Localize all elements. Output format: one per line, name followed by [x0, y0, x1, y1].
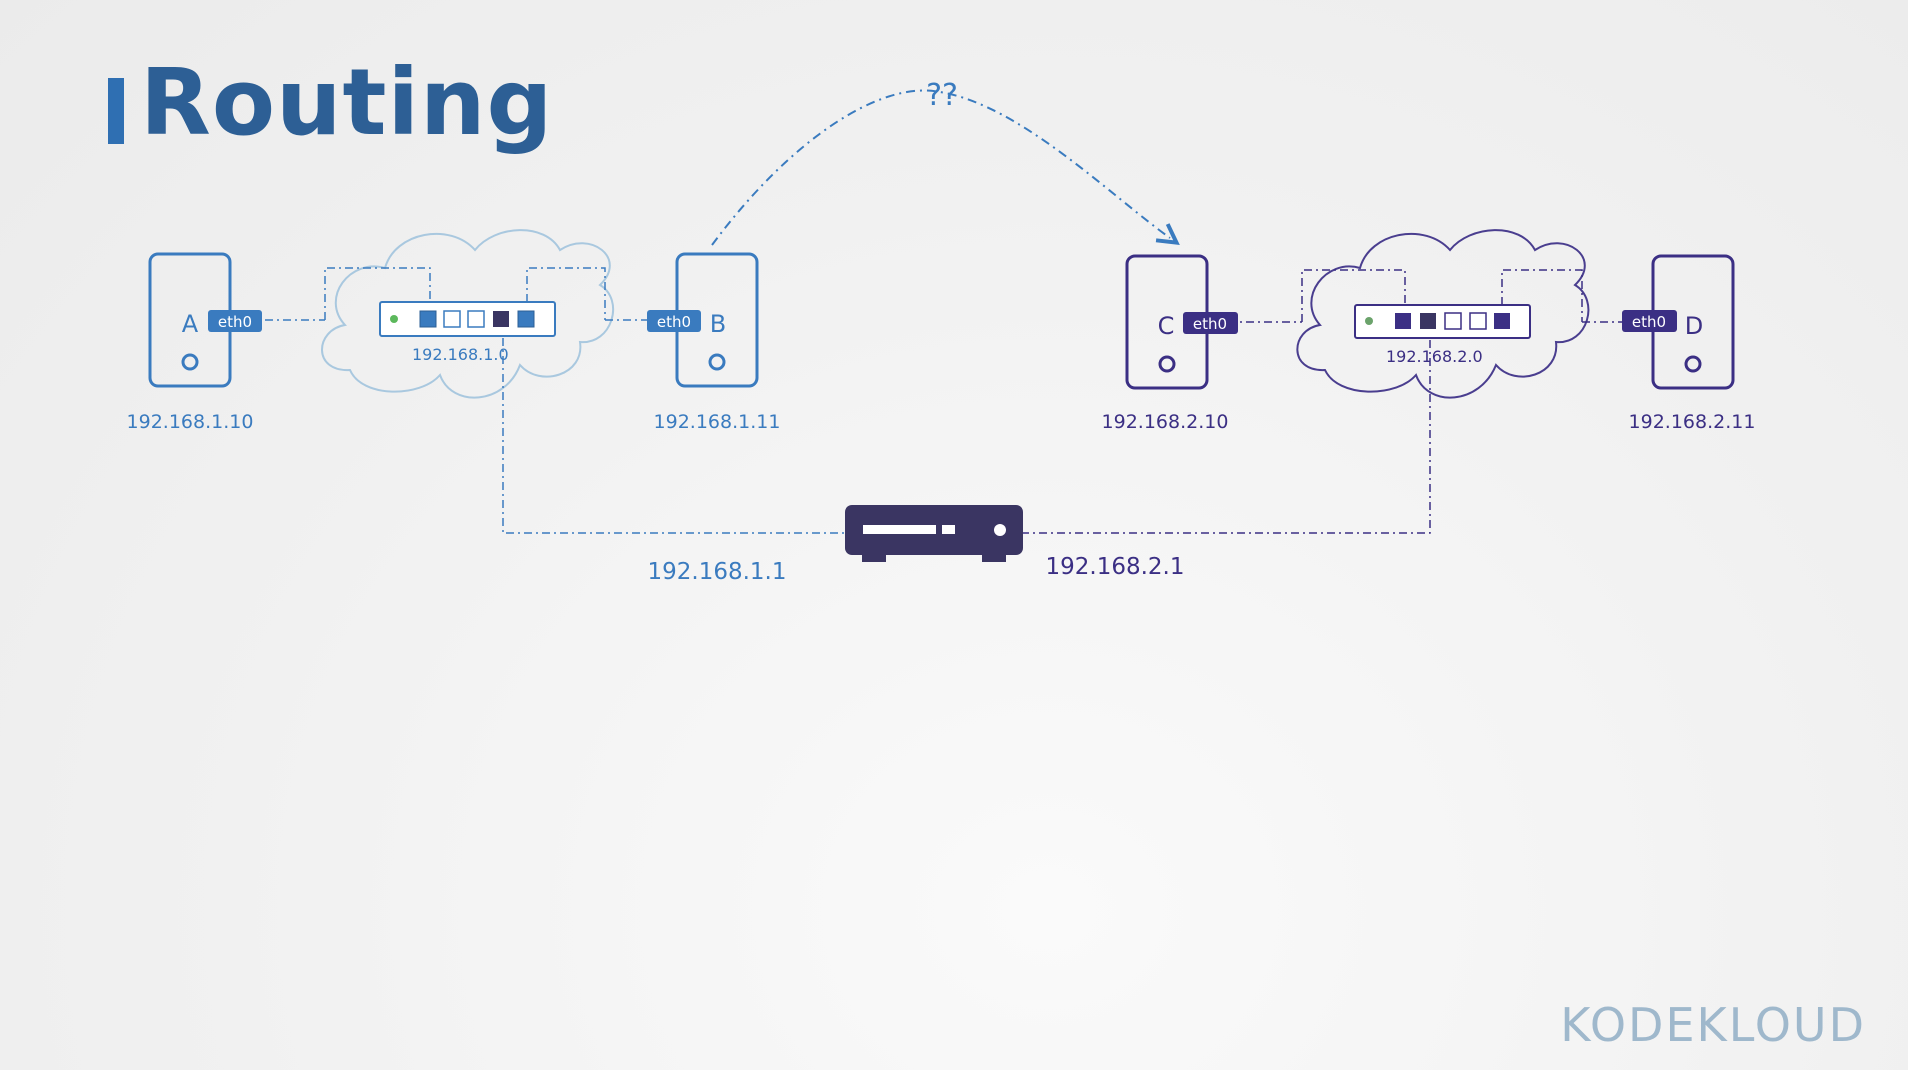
- host-C-label: C: [1158, 312, 1175, 340]
- host-A-ip: 192.168.1.10: [127, 411, 254, 433]
- host-B-ip: 192.168.1.11: [654, 411, 781, 433]
- power-button-icon: [1158, 355, 1176, 373]
- host-D-eth0-tag: eth0: [1632, 313, 1666, 331]
- router-ip-left: 192.168.1.1: [648, 559, 787, 585]
- host-B: B eth0: [647, 252, 759, 388]
- host-D-ip: 192.168.2.11: [1629, 411, 1756, 433]
- power-button-icon: [181, 353, 199, 371]
- router-ip-right: 192.168.2.1: [1046, 554, 1185, 580]
- host-C-ip: 192.168.2.10: [1102, 411, 1229, 433]
- power-button-icon: [708, 353, 726, 371]
- title-accent-bar: [108, 78, 124, 144]
- network-cloud-2: [1296, 229, 1590, 399]
- unknown-route-arrow: [711, 89, 1170, 246]
- host-A-eth0-tag: eth0: [218, 313, 252, 331]
- host-A: A eth0: [148, 252, 262, 388]
- status-led-icon: [390, 315, 398, 323]
- host-D: D eth0: [1622, 254, 1735, 390]
- switch-1: [379, 301, 556, 337]
- host-A-label: A: [182, 310, 199, 338]
- host-C-eth0-tag: eth0: [1193, 315, 1227, 333]
- router-status-icon: [994, 524, 1006, 536]
- kodekloud-logo: KODEKLOUD: [1560, 998, 1866, 1052]
- switch-2: [1354, 304, 1531, 339]
- host-B-label: B: [710, 310, 726, 338]
- host-D-label: D: [1685, 312, 1703, 340]
- question-marks: ??: [926, 78, 958, 113]
- host-C: C eth0: [1125, 254, 1238, 390]
- power-button-icon: [1684, 355, 1702, 373]
- host-B-eth0-tag: eth0: [657, 313, 691, 331]
- switch-2-network-label: 192.168.2.0: [1386, 347, 1483, 366]
- switch-1-network-label: 192.168.1.0: [412, 345, 509, 364]
- status-led-icon: [1365, 317, 1373, 325]
- network-cloud-1: [321, 229, 615, 399]
- router: [845, 505, 1023, 562]
- slide-title: Routing: [140, 49, 554, 156]
